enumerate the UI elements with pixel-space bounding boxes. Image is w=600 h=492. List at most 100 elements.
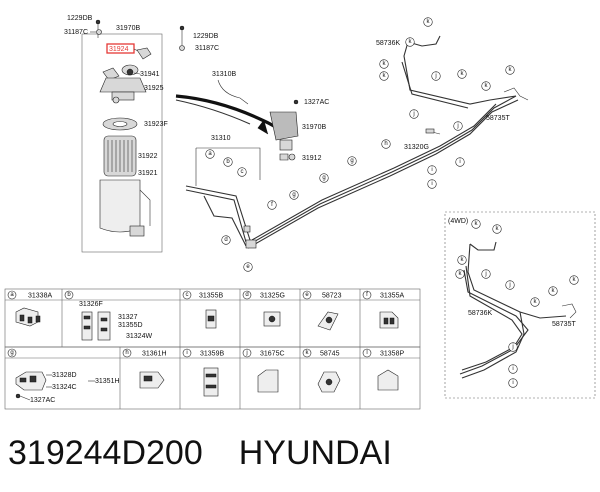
cell-a-code: 31338A	[28, 293, 52, 300]
callout-4wd-k-6: k	[552, 288, 556, 294]
label-31320g: 31320G	[404, 144, 429, 151]
cell-g-letter: g	[10, 350, 13, 356]
callout-g-2: g	[322, 175, 325, 181]
callout-4wd-j-3: j	[511, 344, 513, 350]
table-cell-d: d 31325G	[242, 290, 285, 327]
table-cell-h: h 31361H	[122, 348, 167, 389]
clip-31358p	[377, 369, 399, 391]
label-31922: 31922	[138, 153, 158, 160]
cell-c-letter: c	[186, 292, 189, 298]
label-1327ac: 1327AC	[304, 99, 329, 106]
callout-j-1: j	[434, 73, 436, 79]
callout-k-2: k	[409, 39, 413, 45]
label-31923f: 31923F	[144, 121, 168, 128]
label-1229db-right: 1229DB	[193, 33, 219, 40]
callout-h-1: h	[384, 141, 387, 147]
clip-31675c	[257, 369, 279, 393]
callout-i-1: i	[459, 159, 460, 165]
label-31187c-right: 31187C	[195, 45, 219, 52]
cell-e-letter: e	[305, 292, 309, 298]
callout-4wd-i-2: i	[512, 380, 513, 386]
filter-housing-31921	[99, 179, 141, 233]
callout-4wd-k-7: k	[573, 277, 577, 283]
cell-b-code: 31326F	[79, 301, 103, 308]
table-cell-b: b 31326F 31327 31355D 31324W	[64, 290, 152, 341]
cell-d-letter: d	[245, 292, 248, 298]
filter-assembly-frame	[81, 33, 163, 253]
cell-c-code: 31355B	[199, 293, 223, 300]
callout-k-3: k	[383, 61, 387, 67]
clip-31355a	[379, 311, 399, 329]
fuel-line-assembly: 31310B 1327AC 31970B 31310 31912 58736K …	[175, 35, 529, 249]
highlight-box-31924	[106, 43, 135, 54]
cell-b-sub-1: 31327	[118, 314, 138, 321]
filter-mount-31970b	[269, 111, 299, 141]
label-31970b-top: 31970B	[116, 25, 140, 32]
table-cell-e: e 58723	[302, 290, 342, 331]
cell-h-code: 31361H	[142, 351, 167, 358]
table-cell-j: j 31675C	[242, 348, 285, 393]
cell-i-letter: i	[186, 350, 187, 356]
callout-g-1: g	[350, 158, 353, 164]
label-31925: 31925	[144, 85, 164, 92]
clip-31359b	[203, 367, 219, 397]
cell-f-code: 31355A	[380, 293, 404, 300]
callout-k-7: k	[509, 67, 513, 73]
label-31310b: 31310B	[212, 71, 236, 78]
label-31921: 31921	[138, 170, 158, 177]
cell-l-letter: l	[366, 350, 367, 356]
main-callouts: k k k k j k k k j j h g g g f i i i a b …	[205, 17, 515, 272]
callout-g-3: g	[292, 192, 295, 198]
callout-i-3: i	[431, 181, 432, 187]
cell-g-sub-4: 1327AC	[30, 397, 55, 404]
cell-l-code: 31358P	[380, 351, 404, 358]
callout-k-6: k	[485, 83, 489, 89]
callout-f-1: f	[271, 202, 273, 208]
cell-b-sub-2: 31355D	[118, 322, 143, 329]
cell-g-sub-1: 31328D	[52, 372, 77, 379]
callout-d-1: d	[224, 237, 227, 243]
table-cell-g: g 31328D 31324C 31351H 1327AC	[7, 348, 120, 404]
cell-d-code: 31325G	[260, 293, 285, 300]
cell-i-code: 31359B	[200, 351, 224, 358]
cell-g-sub-2: 31324C	[52, 384, 77, 391]
cell-j-letter: j	[245, 350, 247, 356]
callout-k-5: k	[461, 71, 465, 77]
label-31941: 31941	[140, 71, 160, 78]
label-58735t-top: 58735T	[486, 115, 510, 122]
table-cell-f: f 31355A	[362, 290, 404, 329]
cell-e-code: 58723	[322, 293, 342, 300]
fourwd-title: (4WD)	[448, 218, 468, 225]
table-cell-a: a 31338A	[7, 290, 52, 327]
label-1229db-left: 1229DB	[67, 15, 93, 22]
part-number: 319244D200	[8, 433, 203, 472]
label-31310: 31310	[211, 135, 231, 142]
callout-4wd-k-4: k	[459, 271, 463, 277]
cell-k-code: 58745	[320, 351, 340, 358]
callout-4wd-k-3: k	[461, 257, 465, 263]
cell-g-sub-3: 31351H	[95, 378, 120, 385]
callout-j-3: j	[456, 123, 458, 129]
cell-h-letter: h	[125, 350, 128, 356]
label-31912: 31912	[302, 155, 322, 162]
callout-a-1: a	[208, 151, 212, 157]
callout-j-2: j	[412, 111, 414, 117]
callout-c-1: c	[241, 169, 244, 175]
label-58736k-top: 58736K	[376, 40, 400, 47]
callout-4wd-j-1: j	[484, 271, 486, 277]
parts-table: a 31338A b 31326F 31327 31355D 31324W c …	[4, 288, 421, 410]
table-cell-k: k 58745	[302, 348, 341, 393]
callout-4wd-j-2: j	[508, 282, 510, 288]
table-cell-c: c 31355B	[182, 290, 223, 329]
fourwd-inset: (4WD) 58736K 58735T k k k k j j k k k j …	[444, 211, 596, 399]
label-58736k-4wd: 58736K	[468, 310, 492, 317]
brand-name: HYUNDAI	[238, 433, 392, 472]
label-31970b-line: 31970B	[302, 124, 326, 131]
callout-4wd-k-1: k	[475, 221, 479, 227]
label-31924-highlighted: 31924	[109, 46, 129, 53]
fuel-filter-assembly: 1229DB 31970B 31187C 1229DB 31187C 31924…	[64, 15, 219, 253]
callout-k-4: k	[383, 73, 387, 79]
table-cell-l: l 31358P	[362, 348, 404, 391]
callout-e-1: e	[246, 264, 250, 270]
